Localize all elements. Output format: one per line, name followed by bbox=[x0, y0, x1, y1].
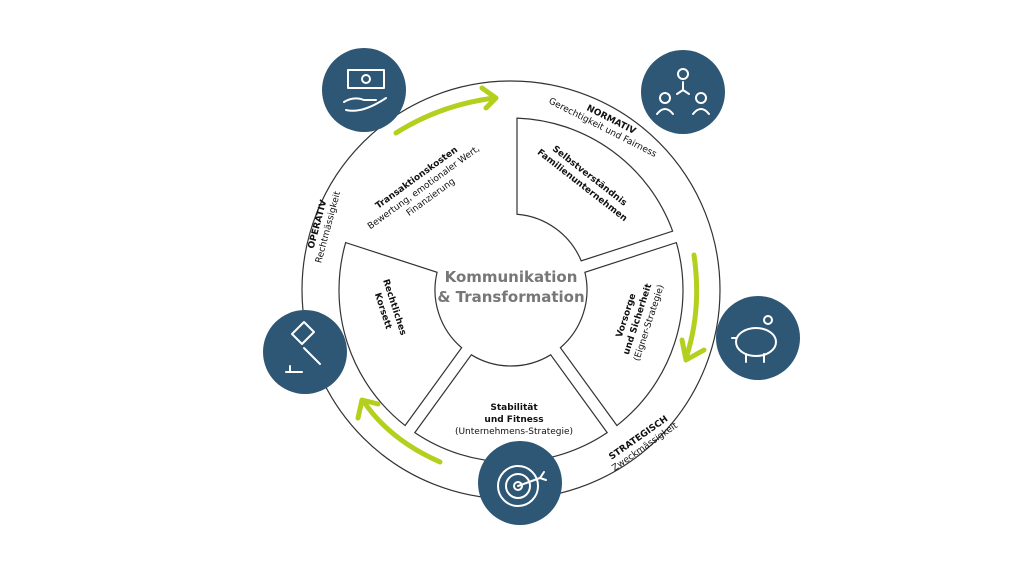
segment-transaktionskosten: Transaktionskosten Bewertung, emotionale… bbox=[366, 144, 482, 232]
gavel-icon bbox=[263, 310, 347, 394]
arrow-bottom-left bbox=[361, 399, 443, 465]
target-icon bbox=[478, 441, 562, 525]
money-hand-icon bbox=[322, 48, 406, 132]
segments bbox=[338, 117, 684, 463]
segment-shape bbox=[516, 117, 674, 262]
piggy-bank-icon bbox=[716, 296, 800, 380]
segment-shape bbox=[338, 241, 463, 427]
arrowhead-icon bbox=[355, 397, 381, 421]
segment-title: Stabilität bbox=[490, 403, 538, 413]
center-title-line1: Kommunikation bbox=[445, 268, 578, 286]
cycle-arrows bbox=[355, 85, 707, 465]
arrowhead-icon bbox=[479, 85, 499, 111]
arrow-right bbox=[683, 252, 700, 361]
segment-stabilitaet: Stabilität und Fitness (Unternehmens-Str… bbox=[455, 403, 573, 437]
arrow-top bbox=[393, 95, 497, 136]
segment-subtitle: (Unternehmens-Strategie) bbox=[455, 427, 573, 437]
segment-shape bbox=[413, 354, 609, 463]
segment-shape bbox=[559, 241, 684, 427]
segment-title: und Fitness bbox=[484, 415, 543, 425]
center-title-line2: & Transformation bbox=[437, 288, 584, 306]
organization-icon bbox=[641, 50, 725, 134]
arrowhead-icon bbox=[679, 337, 707, 363]
segment-subtitle: Bewertung, emotionaler Wert, bbox=[366, 144, 482, 232]
